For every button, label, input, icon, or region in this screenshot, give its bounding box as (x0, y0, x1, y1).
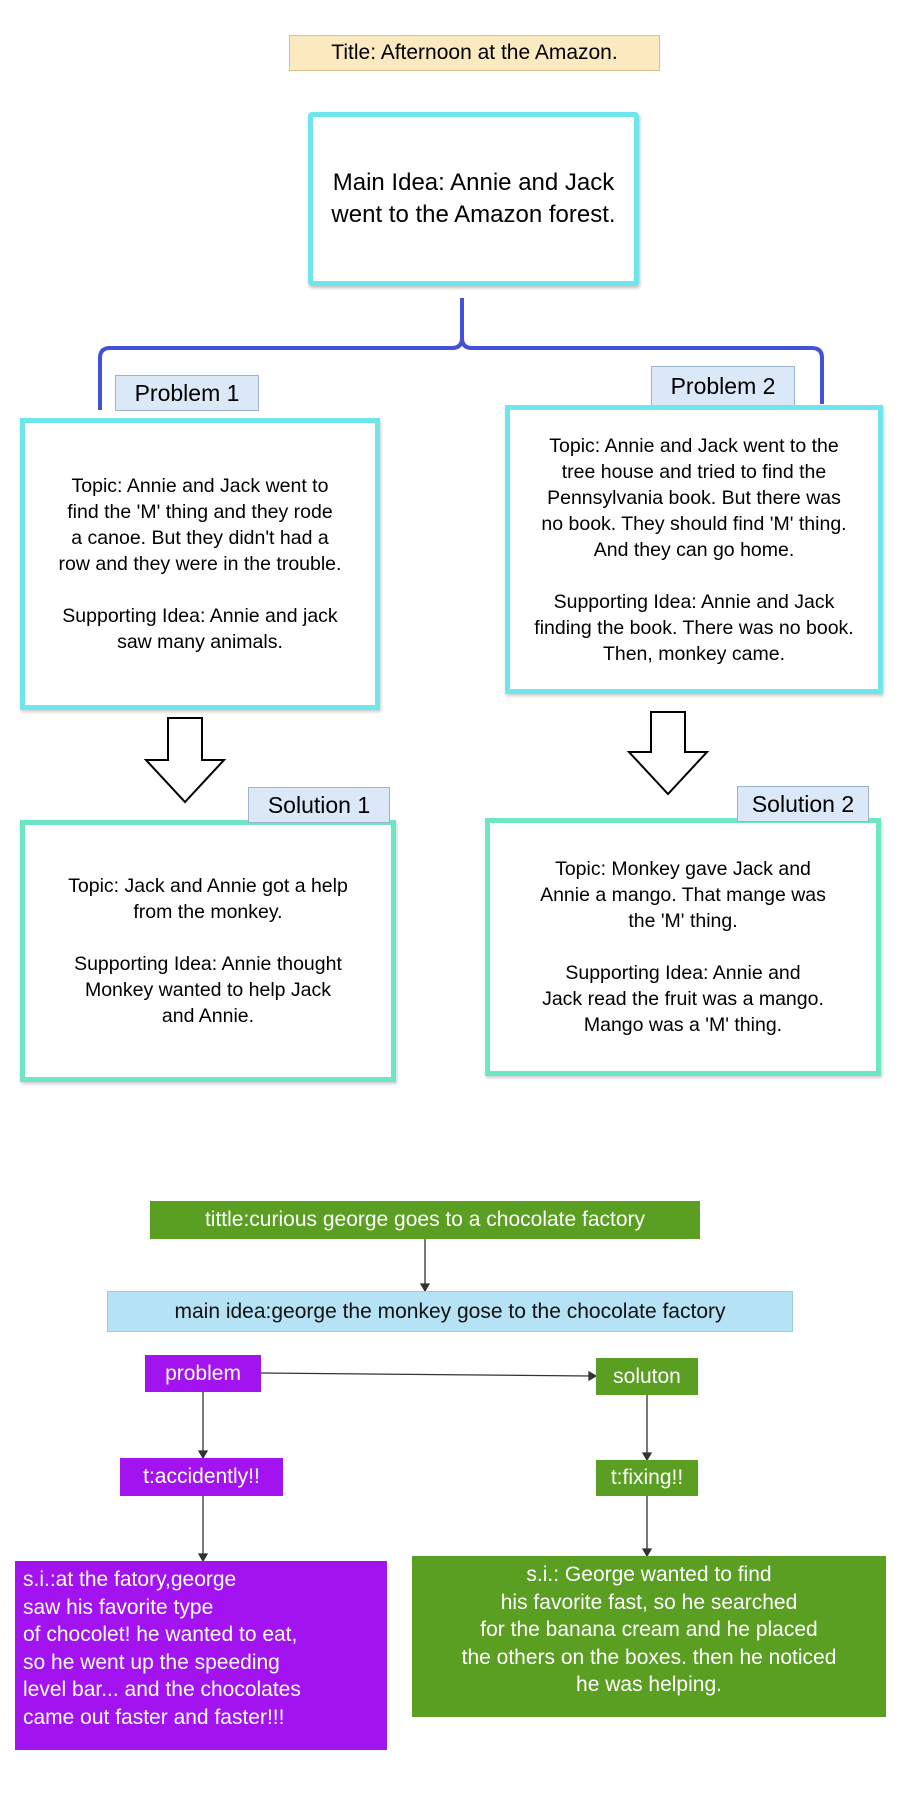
solution-2-box: Topic: Monkey gave Jack and Annie a mang… (485, 818, 881, 1076)
solution-2-label: Solution 2 (737, 786, 869, 822)
story-2-solution: soluton (596, 1358, 698, 1395)
solution-to-topic-arrowhead (641, 1452, 653, 1462)
main-idea-box: Main Idea: Annie and Jack went to the Am… (308, 112, 639, 286)
title-to-main-arrowhead (419, 1283, 431, 1293)
story-2-problem: problem (145, 1355, 261, 1392)
story-title: Title: Afternoon at the Amazon. (289, 35, 660, 71)
solution-1-label: Solution 1 (248, 787, 390, 823)
story-2-title: tittle:curious george goes to a chocolat… (150, 1201, 700, 1239)
problem-1-box: Topic: Annie and Jack went to find the '… (20, 418, 380, 710)
problem-to-solution-line (260, 1372, 592, 1377)
story-2-main-idea: main idea:george the monkey gose to the … (107, 1291, 793, 1332)
solution-1-box: Topic: Jack and Annie got a help from th… (20, 820, 396, 1082)
problem-to-topic-arrowhead (197, 1450, 209, 1460)
main-idea-bracket-right (460, 337, 824, 404)
down-arrow-icon-1 (143, 717, 227, 804)
story-2-problem-topic: t:accidently!! (120, 1458, 283, 1496)
problem-2-label: Problem 2 (651, 366, 795, 406)
problem-1-label: Problem 1 (115, 375, 259, 411)
story-2-solution-supporting-idea: s.i.: George wanted to find his favorite… (412, 1556, 886, 1717)
ptopic-to-si-arrowhead (197, 1553, 209, 1563)
story-2-solution-topic: t:fixing!! (596, 1460, 698, 1496)
stopic-to-si-arrowhead (641, 1548, 653, 1558)
down-arrow-icon-2 (626, 711, 710, 796)
problem-2-box: Topic: Annie and Jack went to the tree h… (505, 405, 883, 694)
problem-to-solution-arrowhead (588, 1370, 598, 1382)
story-2-problem-supporting-idea: s.i.:at the fatory,george saw his favori… (15, 1561, 387, 1750)
